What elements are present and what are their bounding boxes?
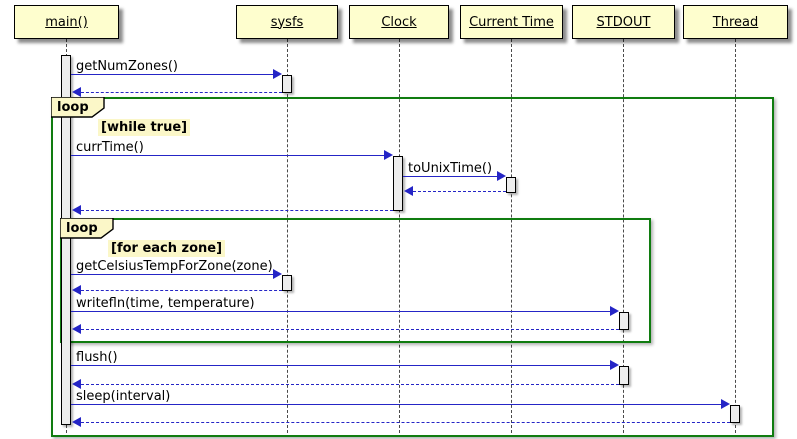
participant-box: sysfs bbox=[236, 5, 338, 39]
participant-label: main() bbox=[45, 14, 88, 30]
loop-frame bbox=[51, 97, 774, 437]
arrowhead-icon bbox=[273, 269, 282, 279]
call-message-line bbox=[71, 404, 721, 405]
return-message-line bbox=[81, 210, 393, 211]
loop-guard-label: [while true] bbox=[98, 119, 191, 136]
message-label: currTime() bbox=[76, 140, 144, 155]
return-message-line bbox=[413, 191, 506, 192]
return-message-line bbox=[81, 422, 730, 423]
message-label: getNumZones() bbox=[76, 59, 178, 74]
loop-tab bbox=[50, 96, 105, 118]
return-message-line bbox=[81, 290, 282, 291]
return-message-line bbox=[81, 92, 282, 93]
loop-operator-label: loop bbox=[66, 221, 98, 236]
arrowhead-icon bbox=[273, 69, 282, 79]
loop-frame bbox=[60, 218, 651, 343]
activation-bar bbox=[282, 75, 292, 93]
participant-label: STDOUT bbox=[596, 14, 651, 30]
return-message-line bbox=[81, 384, 619, 385]
participant-box: Thread bbox=[683, 5, 788, 39]
activation-bar bbox=[506, 177, 516, 193]
arrowhead-icon bbox=[72, 285, 81, 295]
call-message-line bbox=[71, 274, 273, 275]
loop-guard-label: [for each zone] bbox=[108, 240, 226, 257]
arrowhead-icon bbox=[72, 87, 81, 97]
participant-box: STDOUT bbox=[572, 5, 675, 39]
participant-label: Clock bbox=[381, 14, 417, 30]
call-message-line bbox=[403, 176, 497, 177]
participant-label: Thread bbox=[712, 14, 759, 30]
message-label: getCelsiusTempForZone(zone) bbox=[76, 259, 273, 274]
arrowhead-icon bbox=[72, 379, 81, 389]
message-label: flush() bbox=[76, 350, 118, 365]
lifeline bbox=[735, 39, 736, 433]
return-message-line bbox=[81, 329, 619, 330]
lifeline bbox=[623, 39, 624, 433]
activation-bar bbox=[730, 405, 740, 423]
message-label: toUnixTime() bbox=[408, 161, 493, 176]
message-label: sleep(interval) bbox=[76, 389, 171, 404]
call-message-line bbox=[71, 155, 384, 156]
arrowhead-icon bbox=[497, 171, 506, 181]
lifeline bbox=[287, 39, 288, 433]
arrowhead-icon bbox=[610, 306, 619, 316]
activation-bar bbox=[393, 156, 403, 211]
loop-tab-shape bbox=[59, 217, 114, 239]
arrowhead-icon bbox=[384, 150, 393, 160]
activation-bar bbox=[619, 366, 629, 385]
activation-bar bbox=[282, 275, 292, 291]
activation-bar bbox=[61, 55, 71, 425]
loop-tab-shape bbox=[50, 96, 105, 118]
arrowhead-icon bbox=[721, 399, 730, 409]
participant-box: Current Time bbox=[460, 5, 563, 39]
participant-box: main() bbox=[14, 5, 119, 39]
arrowhead-icon bbox=[72, 205, 81, 215]
lifeline bbox=[511, 39, 512, 433]
loop-operator-label: loop bbox=[57, 100, 89, 115]
lifeline bbox=[399, 39, 400, 433]
activation-bar bbox=[619, 312, 629, 330]
call-message-line bbox=[71, 365, 610, 366]
participant-label: Current Time bbox=[469, 14, 554, 30]
call-message-line bbox=[71, 74, 273, 75]
arrowhead-icon bbox=[610, 360, 619, 370]
arrowhead-icon bbox=[72, 417, 81, 427]
participant-box: Clock bbox=[349, 5, 449, 39]
participant-label: sysfs bbox=[270, 14, 304, 30]
message-label: writefln(time, temperature) bbox=[76, 296, 255, 311]
loop-tab bbox=[59, 217, 114, 239]
arrowhead-icon bbox=[72, 324, 81, 334]
call-message-line bbox=[71, 311, 610, 312]
arrowhead-icon bbox=[404, 186, 413, 196]
